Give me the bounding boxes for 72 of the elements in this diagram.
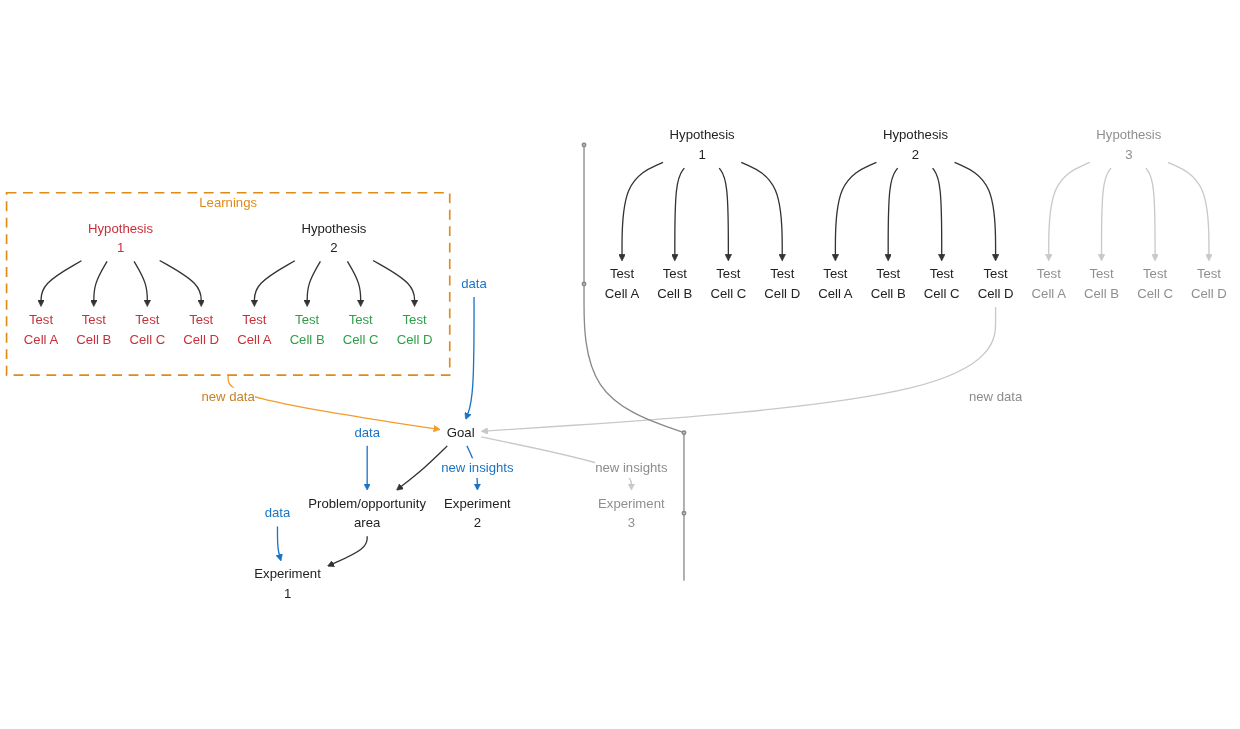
node-circle (681, 510, 687, 516)
node-text: Test Cell C (710, 266, 747, 301)
arrow (327, 535, 368, 567)
arrow (1145, 167, 1159, 262)
node-circle (581, 142, 587, 148)
connector (683, 514, 685, 582)
node-text: Test Cell C (1137, 266, 1173, 301)
node-text: Hypothesis 3 (1096, 127, 1162, 162)
node-text: data (461, 276, 487, 291)
node-text: Test Cell B (870, 266, 906, 301)
edge-label: new insights (595, 460, 668, 475)
node-text: Test Cell B (657, 266, 693, 301)
node-text: Hypothesis 1 (88, 221, 154, 255)
node-text: Test Cell D (1191, 266, 1227, 301)
arrow (464, 296, 475, 420)
arrow (363, 445, 371, 491)
node-text: Test Cell C (923, 266, 960, 301)
node-text: Hypothesis 1 (669, 127, 735, 162)
node-text: Goal (446, 425, 475, 440)
arrow (618, 161, 664, 262)
node-text: Test Cell A (237, 312, 272, 347)
node-text: Test Cell B (1084, 266, 1120, 301)
node-circle (681, 430, 687, 436)
node-text: Test Cell A (604, 266, 640, 301)
arrow (37, 260, 83, 307)
edge-label: new data (201, 389, 255, 404)
node-text: Test Cell D (977, 266, 1014, 301)
node-text: Experiment 3 (598, 496, 665, 530)
arrow (250, 260, 296, 307)
node-text: Test Cell A (23, 312, 59, 347)
arrow (133, 260, 151, 307)
arrow (90, 260, 108, 307)
arrow (303, 260, 322, 307)
arrow (159, 259, 205, 307)
arrow (718, 167, 732, 262)
arrow (671, 167, 685, 262)
node-text: data (354, 425, 380, 440)
node-text: Test Cell C (129, 312, 166, 347)
arrow (1045, 161, 1091, 262)
arrow (227, 374, 441, 433)
node-text: Test Cell C (342, 312, 379, 347)
edge-label: new insights (441, 460, 514, 475)
node-text: Test Cell A (1031, 266, 1066, 301)
connector (583, 146, 585, 283)
node-text: data (264, 505, 291, 520)
arrow (346, 260, 365, 307)
node-text: Test Cell D (396, 312, 433, 347)
node-text: Test Cell B (289, 312, 325, 347)
arrow (740, 161, 786, 262)
arrow (275, 525, 283, 562)
node-text: Test Cell D (764, 266, 801, 301)
arrow (372, 259, 419, 307)
connector (583, 284, 684, 433)
edge-label: new data (968, 389, 1023, 404)
node-text: Hypothesis 2 (882, 127, 949, 162)
node-text: Test Cell D (183, 312, 220, 347)
node-text: Test Cell A (818, 266, 853, 301)
arrow (953, 161, 1000, 262)
connector (683, 433, 685, 513)
node-text: Hypothesis 2 (301, 221, 367, 255)
arrow (396, 445, 448, 491)
node-text: Problem/opportunity area (308, 496, 427, 530)
arrow (1097, 167, 1112, 262)
arrow (1167, 161, 1213, 262)
node-circle (581, 281, 587, 287)
node-text: Experiment 2 (444, 496, 511, 530)
node-text: Experiment 1 (254, 566, 321, 601)
arrow (931, 167, 946, 262)
node-text: Test Cell B (76, 312, 112, 347)
arrow (884, 167, 899, 262)
arrow (480, 306, 997, 435)
arrow (831, 161, 878, 262)
